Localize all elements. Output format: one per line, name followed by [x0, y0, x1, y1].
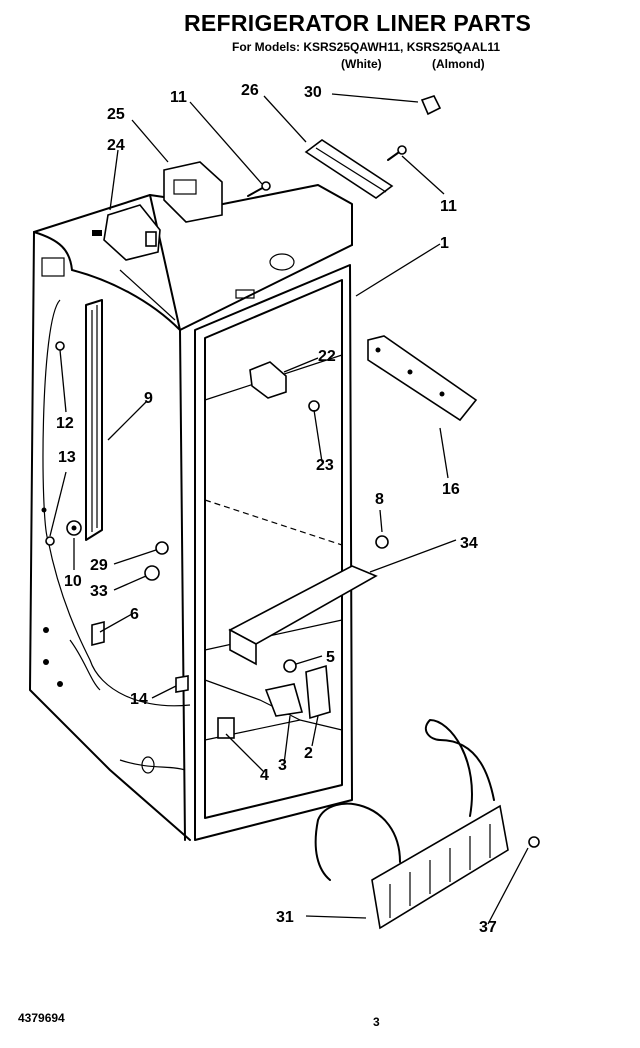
- callout-11: 11: [170, 89, 187, 106]
- callout-30: 30: [304, 84, 322, 101]
- callout-22: 22: [318, 348, 336, 365]
- callout-16: 16: [442, 481, 460, 498]
- page-title: REFRIGERATOR LINER PARTS: [184, 10, 532, 36]
- callout-4: 4: [260, 767, 269, 784]
- control-housing-part-24: [92, 204, 161, 261]
- callout-11: 11: [440, 198, 457, 215]
- variant-almond-label: (Almond): [432, 57, 485, 71]
- bulb-part-33: [144, 565, 160, 581]
- bracket-part-22: [249, 361, 287, 399]
- page-number: 3: [373, 1015, 380, 1029]
- models-line: For Models: KSRS25QAWH11, KSRS25QAAL11: [232, 40, 501, 54]
- clip-part-14: [175, 675, 189, 693]
- callout-31: 31: [276, 909, 294, 926]
- callout-8: 8: [375, 491, 384, 508]
- liner-body: [29, 184, 353, 841]
- callout-3: 3: [278, 757, 287, 774]
- screw-part-37: [528, 836, 540, 848]
- screw-part-11-left: [247, 181, 271, 197]
- rail-part-16: [367, 335, 478, 422]
- callout-10: 10: [64, 573, 82, 590]
- callout-13: 13: [58, 449, 76, 466]
- callout-37: 37: [479, 919, 497, 936]
- socket-part-29: [155, 541, 169, 555]
- callout-25: 25: [107, 106, 125, 123]
- leader-lines: [49, 93, 529, 925]
- callout-2: 2: [304, 745, 313, 762]
- screw-part-11-right: [387, 145, 407, 161]
- screw-part-23: [308, 400, 320, 412]
- bracket-part-25: [163, 161, 223, 223]
- callout-29: 29: [90, 557, 108, 574]
- callout-26: 26: [241, 82, 259, 99]
- variant-white-label: (White): [341, 57, 382, 71]
- callout-12: 12: [56, 415, 74, 432]
- callout-23: 23: [316, 457, 334, 474]
- fastener-part-5: [283, 659, 297, 673]
- callout-labels: 30 26 11 25 24 11 1 22 12 9 23 13 16 8 3…: [56, 82, 497, 936]
- heater-assembly-part-31: [314, 719, 509, 930]
- screw-part-8: [375, 535, 389, 549]
- top-rail-part-26: [304, 139, 394, 199]
- bracket-part-3: [264, 683, 304, 717]
- knob-part-10: [66, 520, 82, 536]
- bracket-part-2: [305, 664, 331, 720]
- document-number: 4379694: [18, 1011, 65, 1025]
- screw-part-12: [55, 341, 65, 351]
- callout-6: 6: [130, 606, 139, 623]
- screw-part-13: [45, 536, 55, 546]
- block-part-4: [217, 717, 235, 739]
- shelf-part-34: [228, 565, 378, 666]
- clip-part-6: [91, 620, 105, 647]
- callout-1: 1: [440, 235, 449, 252]
- callout-34: 34: [460, 535, 478, 552]
- vertical-rail-part-9: [85, 299, 103, 541]
- callout-24: 24: [107, 137, 125, 154]
- callout-9: 9: [144, 390, 153, 407]
- clip-part-30: [420, 95, 442, 116]
- callout-14: 14: [130, 691, 148, 708]
- callout-33: 33: [90, 583, 108, 600]
- callout-5: 5: [326, 649, 335, 666]
